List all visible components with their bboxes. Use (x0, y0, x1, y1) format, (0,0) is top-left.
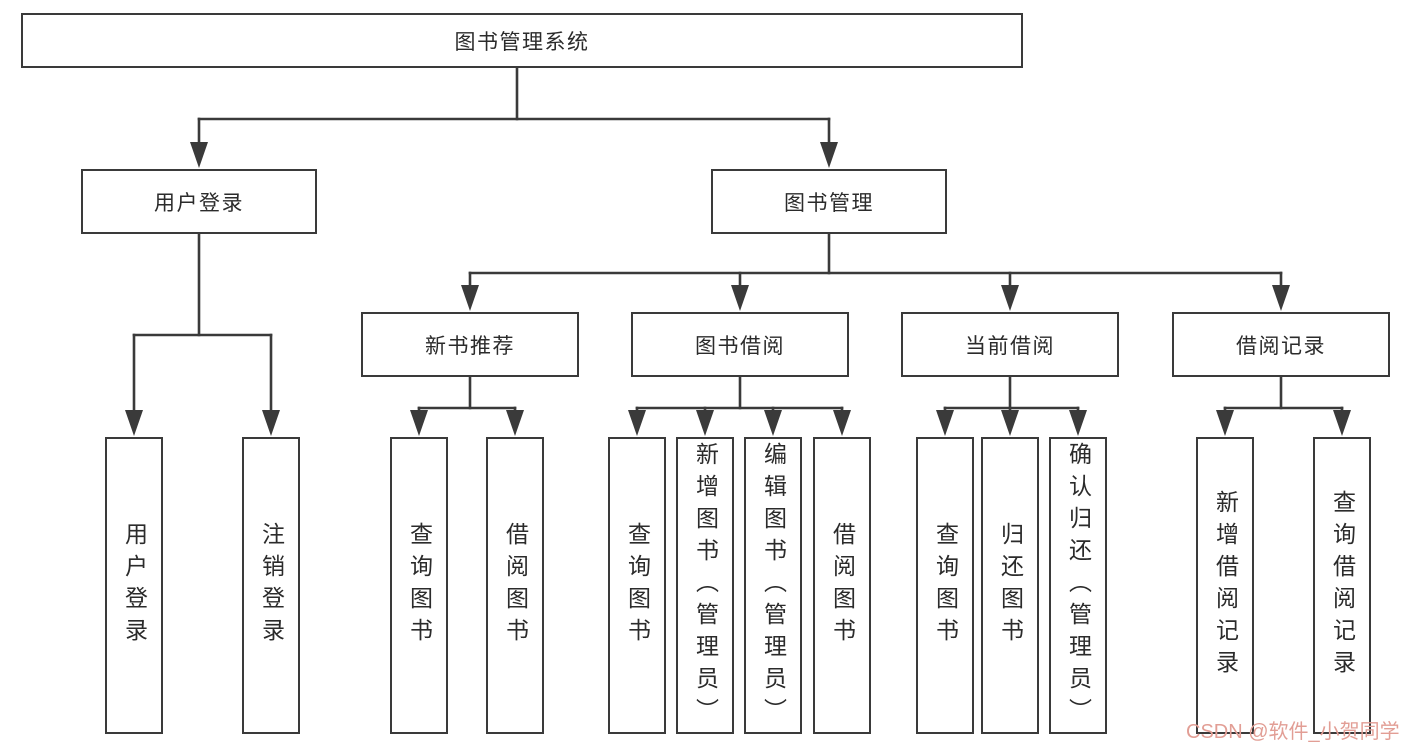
node-current-borrow: 当前借阅 (901, 312, 1119, 377)
leaf-label: 编辑图书（管理员） (760, 441, 787, 730)
arrowhead (410, 410, 428, 436)
arrowhead (1001, 285, 1019, 311)
node-user-login: 用户登录 (81, 169, 317, 234)
connector-current-borrow-to-leaves (936, 375, 1087, 436)
node-leaf-query-books-recommend: 查询图书 (390, 437, 448, 734)
arrowhead (506, 410, 524, 436)
connector-user-login-to-leaves (125, 232, 280, 436)
node-leaf-borrow-book-recommend: 借阅图书 (486, 437, 544, 734)
leaf-label: 查询图书 (624, 521, 651, 650)
leaf-label: 查询图书 (406, 521, 433, 650)
node-leaf-query-books-borrow: 查询图书 (608, 437, 666, 734)
arrowhead (190, 142, 208, 168)
connector-book-borrow-to-leaves (628, 375, 851, 436)
node-leaf-add-book-admin: 新增图书（管理员） (676, 437, 734, 734)
arrowhead (936, 410, 954, 436)
leaf-label: 借阅图书 (829, 521, 856, 650)
arrowhead (731, 285, 749, 311)
node-leaf-user-login: 用户登录 (105, 437, 163, 734)
watermark: CSDN @软件_小贺同学 (1186, 721, 1400, 743)
arrowhead (628, 410, 646, 436)
arrowhead (262, 410, 280, 436)
node-library-management-system: 图书管理系统 (21, 13, 1023, 68)
connector-new-book-recommend-to-leaves (410, 375, 524, 436)
leaf-label: 用户登录 (121, 521, 148, 650)
node-leaf-edit-book-admin: 编辑图书（管理员） (744, 437, 802, 734)
connector-root-to-level1 (190, 66, 838, 168)
node-leaf-add-borrow-record: 新增借阅记录 (1196, 437, 1254, 734)
arrowhead (1333, 410, 1351, 436)
node-book-management: 图书管理 (711, 169, 947, 234)
leaf-label: 新增图书（管理员） (692, 441, 719, 730)
arrowhead (696, 410, 714, 436)
leaf-label: 查询图书 (932, 521, 959, 650)
node-leaf-query-borrow-record: 查询借阅记录 (1313, 437, 1371, 734)
node-leaf-query-books-current: 查询图书 (916, 437, 974, 734)
arrowhead (125, 410, 143, 436)
arrowhead (1069, 410, 1087, 436)
arrowhead (1272, 285, 1290, 311)
node-leaf-confirm-return-admin: 确认归还（管理员） (1049, 437, 1107, 734)
connector-book-management-to-level2 (461, 232, 1290, 311)
node-book-borrow: 图书借阅 (631, 312, 849, 377)
leaf-label: 查询借阅记录 (1329, 489, 1356, 682)
arrowhead (833, 410, 851, 436)
arrowhead (820, 142, 838, 168)
leaf-label: 确认归还（管理员） (1065, 441, 1092, 730)
node-leaf-logout: 注销登录 (242, 437, 300, 734)
leaf-label: 注销登录 (258, 521, 285, 650)
node-new-book-recommend: 新书推荐 (361, 312, 579, 377)
arrowhead (1216, 410, 1234, 436)
leaf-label: 借阅图书 (502, 521, 529, 650)
node-leaf-return-book: 归还图书 (981, 437, 1039, 734)
node-borrow-records: 借阅记录 (1172, 312, 1390, 377)
leaf-label: 归还图书 (997, 521, 1024, 650)
leaf-label: 新增借阅记录 (1212, 489, 1239, 682)
connector-borrow-records-to-leaves (1216, 375, 1351, 436)
arrowhead (1001, 410, 1019, 436)
node-leaf-borrow-book: 借阅图书 (813, 437, 871, 734)
arrowhead (764, 410, 782, 436)
arrowhead (461, 285, 479, 311)
